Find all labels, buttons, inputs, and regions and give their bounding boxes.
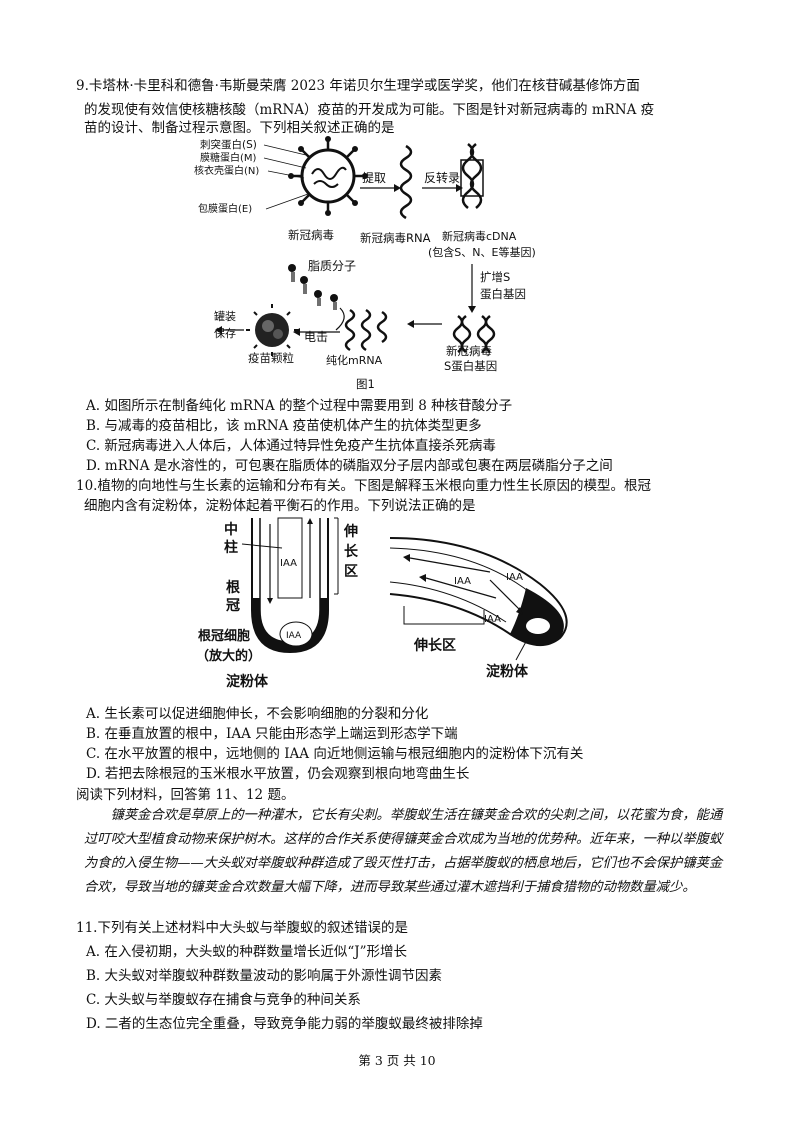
reading-intro: 阅读下列材料，回答第 11、12 题。 (76, 787, 295, 803)
label-root-cap-cell: 根冠细胞 (198, 628, 250, 644)
label-electric: 电击 (304, 330, 328, 344)
label-cdna-note: (包含S、N、E等基因) (428, 245, 536, 259)
label-cdna: 新冠病毒cDNA (442, 229, 517, 243)
label-vaccine-particle: 疫苗颗粒 (248, 351, 294, 365)
figure-caption: 图1 (356, 377, 375, 391)
label-elongation-zone: 伸长区 (413, 637, 456, 654)
label-amyloplast-left: 淀粉体 (226, 673, 269, 690)
q10-option-d: D. 若把去除根冠的玉米根水平放置，仍会观察到根向地弯曲生长 (86, 766, 470, 782)
q10-stem-line2: 细胞内含有淀粉体，淀粉体起着平衡石的作用。下列说法正确的是 (84, 498, 476, 514)
label-gen: 根 (226, 579, 241, 596)
root-gravitropism-figure: IAA IAA 中 柱 根 冠 根冠细胞 （放大的） 淀粉体 伸 长 区 IAA (196, 517, 568, 690)
label-iaa-horizontal-1: IAA (454, 576, 471, 587)
label-amplify-1: 扩增S (480, 270, 510, 284)
label-chang: 长 (344, 543, 359, 560)
label-sgene-1: 新冠病毒 (446, 344, 492, 358)
q9-stem-line2: 的发现使有效信使核糖核酸（mRNA）疫苗的开发成为可能。下图是针对新冠病毒的 m… (84, 102, 655, 118)
q10-option-c: C. 在水平放置的根中，远地侧的 IAA 向近地侧运输与根冠细胞内的淀粉体下沉有… (86, 746, 584, 762)
label-lipid: 脂质分子 (308, 258, 356, 273)
label-iaa-vertical: IAA (280, 558, 297, 569)
label-extract: 提取 (362, 170, 386, 185)
label-guan: 冠 (226, 598, 240, 614)
q10-option-b: B. 在垂直放置的根中，IAA 只能由形态学上端运到形态学下端 (86, 726, 458, 742)
label-store-1: 罐装 (214, 310, 236, 323)
label-zhu: 柱 (224, 539, 238, 556)
horizontal-root-icon (389, 537, 568, 646)
q10-option-a: A. 生长素可以促进细胞伸长，不会影响细胞的分裂和分化 (86, 706, 429, 722)
q9-option-a: A. 如图所示在制备纯化 mRNA 的整个过程中需要用到 8 种核苷酸分子 (86, 398, 513, 414)
label-protein-s: 刺突蛋白(S) (200, 138, 257, 151)
label-amyloplast-right: 淀粉体 (486, 663, 529, 680)
label-rna: 新冠病毒RNA (360, 231, 431, 245)
q11-option-d: D. 二者的生态位完全重叠，导致竞争能力弱的举腹蚁最终被排除掉 (86, 1016, 483, 1032)
rna-strand-icon (399, 144, 413, 220)
q11-option-a: A. 在入侵初期，大头蚁的种群数量增长近似“J”形增长 (86, 944, 408, 960)
virus-icon (288, 136, 368, 216)
label-qu: 区 (344, 564, 358, 580)
reading-material: 镰荚金合欢是草原上的一种灌木，它长有尖刺。举腹蚁生活在镰荚金合欢的尖刺之间，以花… (84, 808, 723, 895)
mrna-vaccine-figure: 刺突蛋白(S) 膜糖蛋白(M) 核衣壳蛋白(N) 包膜蛋白(E) 新冠病毒 提取… (194, 136, 536, 391)
q10-stem-line1: 10.植物的向地性与生长素的运输和分布有关。下图是解释玉米根向重力性生长原因的模… (76, 478, 651, 494)
label-iaa-horizontal-2: IAA (506, 572, 523, 583)
label-iaa-cell: IAA (286, 631, 302, 641)
label-shen: 伸 (343, 523, 358, 540)
vaccine-particle-icon (246, 304, 298, 356)
label-virus: 新冠病毒 (288, 228, 334, 242)
label-reverse-transcription: 反转录 (424, 170, 460, 185)
vertical-root-icon (251, 517, 329, 654)
q9-stem-line3: 苗的设计、制备过程示意图。下列相关叙述正确的是 (84, 120, 395, 136)
label-zhong: 中 (224, 521, 238, 538)
label-protein-e: 包膜蛋白(E) (198, 202, 252, 215)
label-protein-n: 核衣壳蛋白(N) (194, 164, 259, 177)
label-protein-m: 膜糖蛋白(M) (200, 151, 257, 164)
label-amplify-2: 蛋白基因 (480, 287, 526, 301)
q9-stem-line1: 9.卡塔林·卡里科和德鲁·韦斯曼荣膺 2023 年诺贝尔生理学或医学奖，他们在核… (76, 78, 640, 94)
label-purified-mrna: 纯化mRNA (326, 353, 383, 367)
s-gene-icon (452, 315, 496, 353)
q11-stem: 11.下列有关上述材料中大头蚁与举腹蚁的叙述错误的是 (76, 920, 408, 936)
page-footer: 第 3 页 共 10 (358, 1053, 436, 1068)
q11-option-b: B. 大头蚁对举腹蚁种群数量波动的影响属于外源性调节因素 (86, 968, 443, 984)
label-iaa-horizontal-3: IAA (484, 614, 501, 625)
cdna-icon (460, 143, 484, 209)
q9-option-d: D. mRNA 是水溶性的，可包裹在脂质体的磷脂双分子层内部或包裹在两层磷脂分子… (86, 458, 613, 474)
q9-option-b: B. 与减毒的疫苗相比，该 mRNA 疫苗使机体产生的抗体类型更多 (86, 418, 482, 434)
purified-mrna-icon (344, 308, 388, 352)
q9-option-c: C. 新冠病毒进入人体后，人体通过特异性免疫产生抗体直接杀死病毒 (86, 438, 496, 454)
label-store-2: 保存 (214, 326, 236, 340)
label-sgene-2: S蛋白基因 (444, 359, 497, 373)
q11-option-c: C. 大头蚁与举腹蚁存在捕食与竞争的种间关系 (86, 992, 361, 1008)
lipid-molecules-icon (288, 264, 338, 310)
label-enlarged: （放大的） (196, 648, 261, 664)
